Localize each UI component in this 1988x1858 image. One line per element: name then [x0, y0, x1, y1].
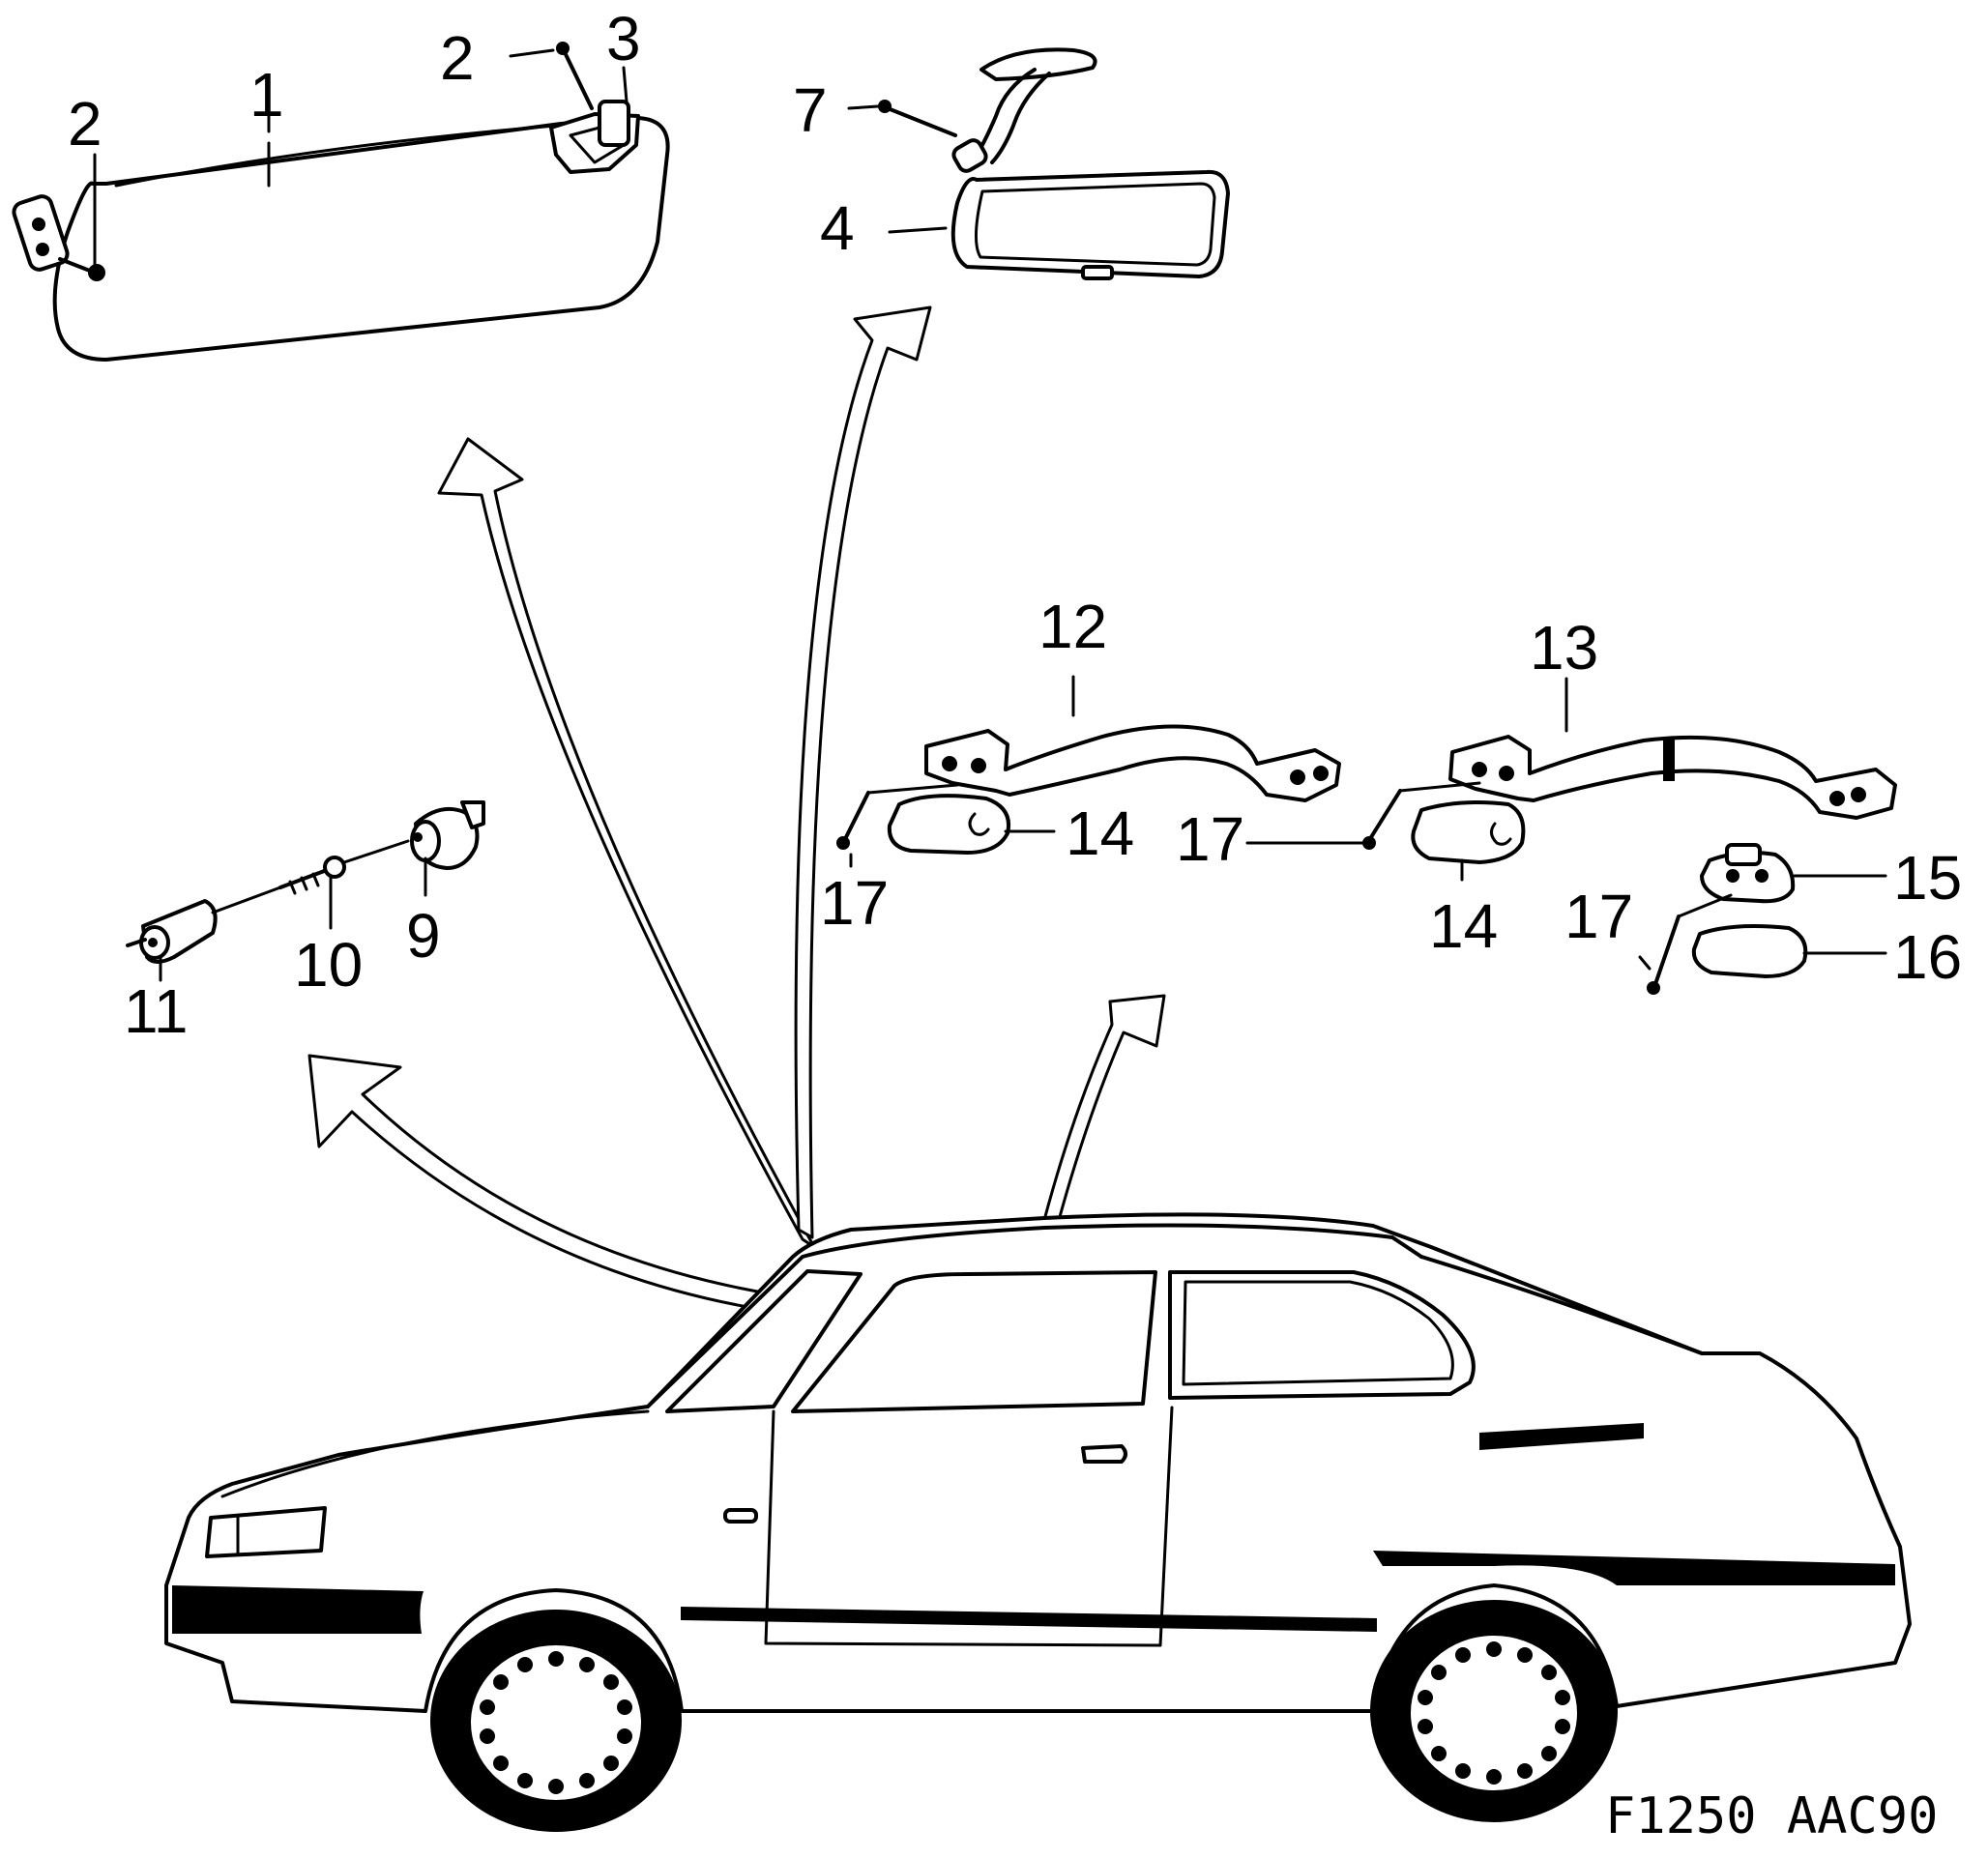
sun-visor	[52, 116, 670, 362]
interior-mirror	[950, 169, 1230, 278]
callout-16: 16	[1893, 922, 1962, 992]
callout-4: 4	[820, 193, 855, 263]
callout-13: 13	[1530, 613, 1598, 682]
callout-1: 1	[249, 60, 284, 130]
callout-10: 10	[294, 930, 363, 1000]
visor-clip-left	[12, 194, 70, 272]
callout-17-right: 17	[1564, 882, 1633, 951]
callout-2-top: 2	[440, 23, 475, 93]
sun-visor-edge	[114, 124, 558, 188]
rear-side-badge	[1479, 1423, 1644, 1450]
arrow-to-mirror	[794, 305, 932, 1239]
grab-handle-rear	[1448, 735, 1897, 820]
arrow-to-coat-hook	[307, 1054, 816, 1319]
car-door	[764, 1406, 1174, 1647]
car-headlight	[205, 1506, 327, 1558]
callout-15: 15	[1893, 843, 1962, 913]
callout-11: 11	[124, 976, 188, 1046]
handle-cover-14-right	[1411, 800, 1526, 864]
callout-14-left: 14	[1066, 798, 1134, 868]
callout-12: 12	[1038, 592, 1107, 661]
screw-mirror	[886, 106, 957, 137]
coat-hook-group: 11 10 9	[124, 800, 485, 1046]
screw-17-middle	[1369, 789, 1402, 839]
handle-cover-14-left	[887, 794, 1010, 855]
interior-mirror-group: 7 4	[793, 47, 1230, 280]
screw-17-right	[1653, 914, 1681, 986]
grab-handle-front-group: 12 14 17	[820, 592, 1341, 938]
car-body	[164, 1212, 1912, 1713]
car-front-window	[791, 1270, 1157, 1413]
door-handle	[1081, 1444, 1127, 1464]
grab-handle-rear-group: 13 14 17	[1176, 613, 1897, 961]
callout-7: 7	[793, 75, 828, 145]
callout-3: 3	[606, 4, 641, 73]
screw-17-left	[843, 791, 870, 841]
figure-code: F1250 AAC90	[1605, 1787, 1938, 1845]
car-windshield	[665, 1269, 862, 1413]
sun-visor-group: 1 2 2 3	[12, 4, 670, 362]
mirror-mount-plate	[979, 47, 1097, 81]
callout-17-middle: 17	[1176, 804, 1244, 874]
bracket-cover-group: 15 16 17	[1564, 843, 1962, 995]
handle-band	[1663, 739, 1675, 781]
cover-16	[1691, 924, 1808, 978]
arrow-to-sun-visor	[437, 437, 816, 1249]
screw-visor-top	[561, 46, 594, 110]
car-illustration	[164, 1212, 1912, 1832]
car-rear-window	[1168, 1270, 1476, 1400]
callout-2-left: 2	[68, 89, 102, 159]
arrow-to-grab-handles	[1042, 994, 1166, 1226]
grab-handle-front	[924, 724, 1341, 802]
pointer-arrows	[307, 305, 1166, 1319]
callout-17-left: 17	[820, 868, 889, 938]
side-trim-strip	[681, 1607, 1377, 1632]
callout-14-right: 14	[1429, 891, 1498, 961]
callout-9: 9	[406, 901, 441, 971]
hook-washer	[323, 856, 346, 879]
